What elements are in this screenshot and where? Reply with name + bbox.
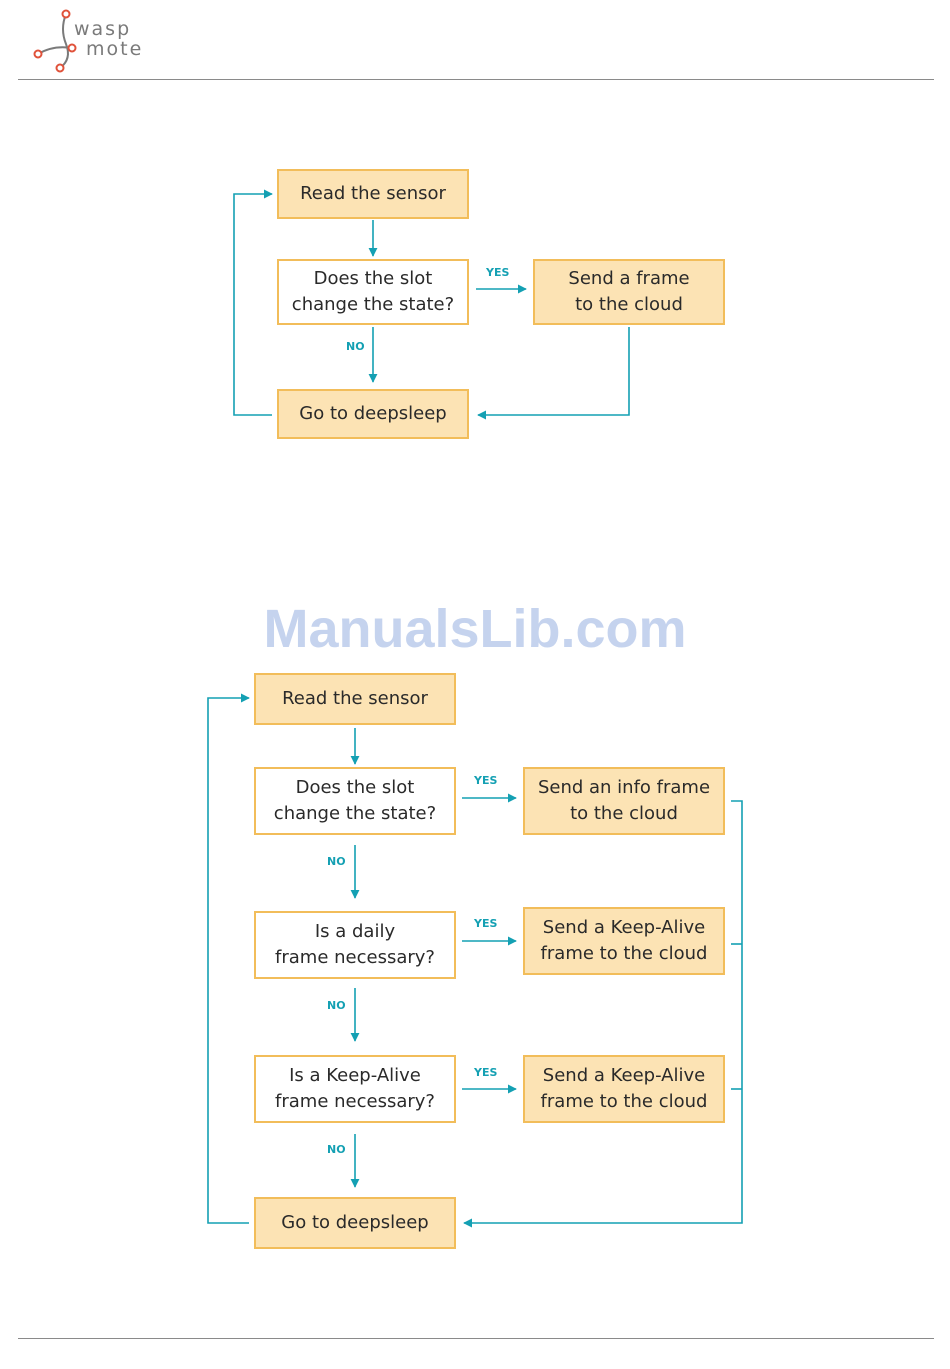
d2-read-sensor-box: Read the sensor: [254, 673, 456, 725]
d2-q3-box: Is a Keep-Alive frame necessary?: [254, 1055, 456, 1123]
d1-question-box: Does the slot change the state?: [277, 259, 469, 325]
d1-send-frame-label: Send a frame to the cloud: [568, 268, 690, 315]
d2-arrow-loop-back: [207, 693, 250, 1224]
d1-yes-label: YES: [486, 266, 510, 279]
d2-send-info-box: Send an info frame to the cloud: [523, 767, 725, 835]
d1-arrow-loop-back: [233, 189, 273, 416]
d2-q2-box: Is a daily frame necessary?: [254, 911, 456, 979]
d2-bracket: [463, 800, 743, 1228]
d2-send-keepalive-box-1: Send a Keep-Alive frame to the cloud: [523, 907, 725, 975]
d2-q1-label: Does the slot change the state?: [273, 777, 437, 824]
d2-no2-label: NO: [327, 999, 346, 1012]
d2-send-info-label: Send an info frame to the cloud: [537, 777, 711, 824]
d1-question-label: Does the slot change the state?: [291, 268, 455, 315]
d2-yes3-label: YES: [474, 1066, 498, 1079]
d1-send-frame-box: Send a frame to the cloud: [533, 259, 725, 325]
logo-mark-icon: [33, 9, 77, 73]
d2-send-keepalive-box-2: Send a Keep-Alive frame to the cloud: [523, 1055, 725, 1123]
d2-q3-label: Is a Keep-Alive frame necessary?: [275, 1065, 435, 1112]
d1-read-sensor-box: Read the sensor: [277, 169, 469, 219]
d2-deepsleep-label: Go to deepsleep: [281, 1212, 429, 1233]
logo-text-mote: mote: [86, 38, 144, 60]
d2-send-keepalive-label-2: Send a Keep-Alive frame to the cloud: [540, 1065, 708, 1112]
d2-read-sensor-label: Read the sensor: [282, 688, 428, 709]
d2-no3-label: NO: [327, 1143, 346, 1156]
d1-no-label: NO: [346, 340, 365, 353]
watermark: ManualsLib.com: [263, 599, 687, 659]
d2-no1-label: NO: [327, 855, 346, 868]
d1-read-sensor-label: Read the sensor: [300, 183, 446, 204]
d1-deepsleep-box: Go to deepsleep: [277, 389, 469, 439]
d2-q1-box: Does the slot change the state?: [254, 767, 456, 835]
d2-yes2-label: YES: [474, 917, 498, 930]
header-rule: [18, 79, 934, 80]
d2-send-keepalive-label-1: Send a Keep-Alive frame to the cloud: [540, 917, 708, 964]
footer-rule: [18, 1338, 934, 1339]
d2-deepsleep-box: Go to deepsleep: [254, 1197, 456, 1249]
logo-text-wasp: wasp: [74, 18, 132, 40]
waspmote-logo: wasp mote: [28, 6, 178, 76]
d1-arrow-send-to-sleep: [477, 327, 630, 420]
d1-deepsleep-label: Go to deepsleep: [299, 403, 447, 424]
d2-yes1-label: YES: [474, 774, 498, 787]
d2-q2-label: Is a daily frame necessary?: [275, 921, 435, 968]
